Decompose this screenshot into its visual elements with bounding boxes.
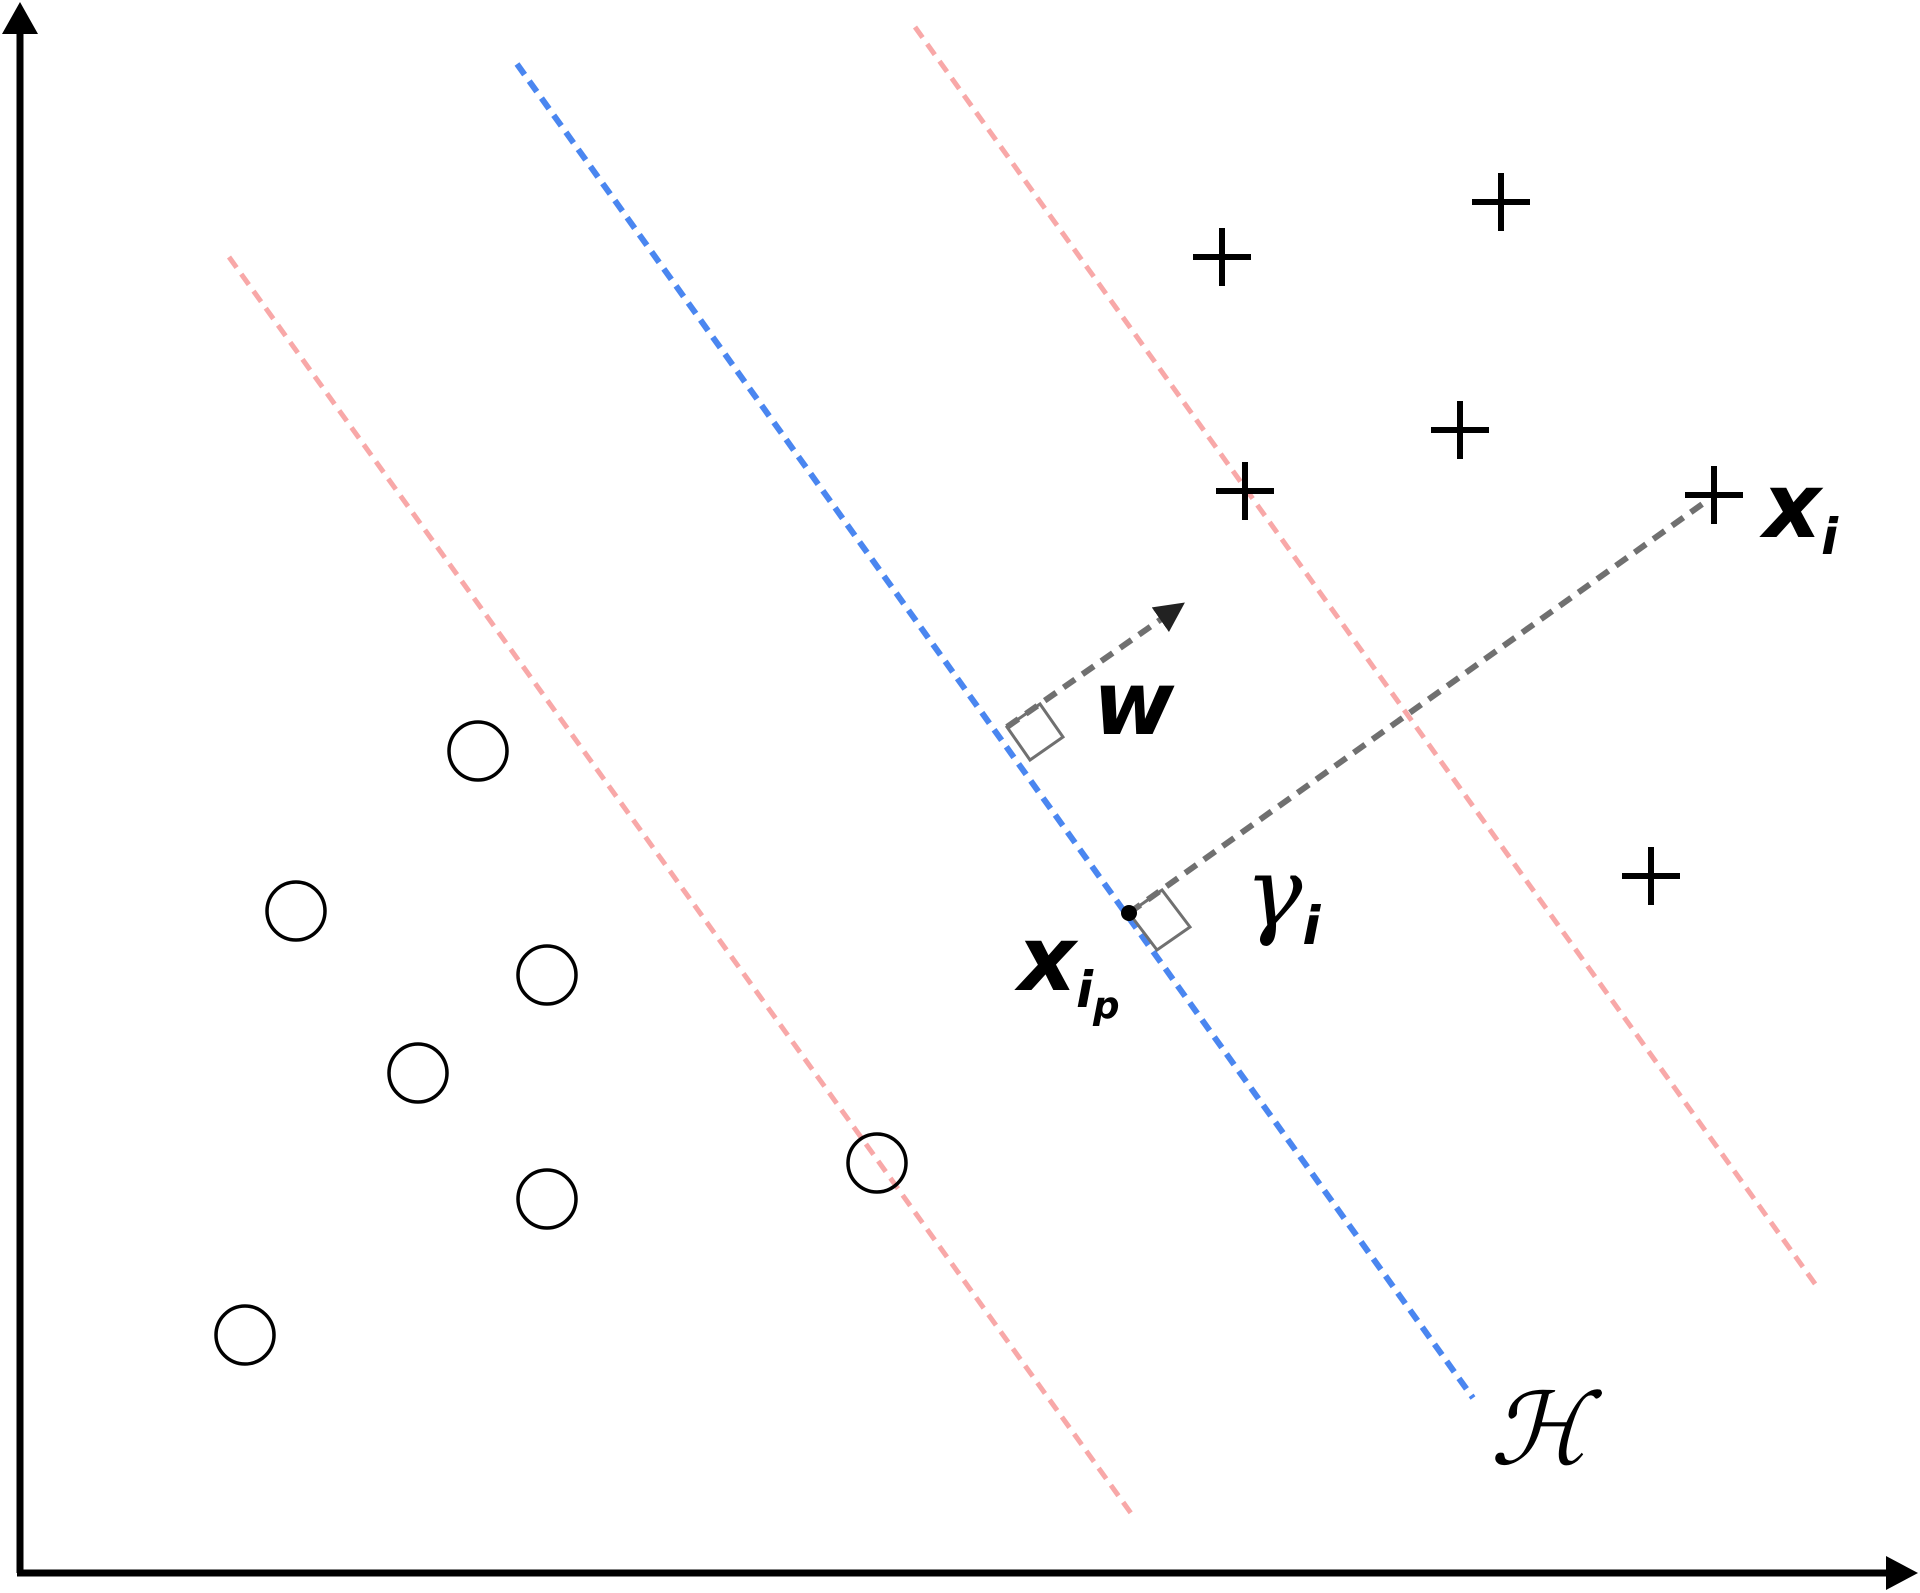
w-text: w <box>1093 652 1175 755</box>
negative-point <box>214 1304 276 1366</box>
gamma-sub-text: i <box>1302 896 1321 958</box>
negative-point <box>387 1042 449 1104</box>
right-angle-marker-w <box>1004 701 1066 763</box>
margin-line-positive <box>912 25 1821 1290</box>
label-gamma-i: γi <box>1245 845 1320 953</box>
negative-point <box>265 880 327 942</box>
positive-point <box>1622 847 1680 905</box>
positive-point <box>1685 466 1743 524</box>
right-angle-marker-gamma <box>1126 887 1193 953</box>
gamma-base-text: γ <box>1245 837 1303 949</box>
x-axis-arrow-icon <box>1886 1556 1918 1590</box>
label-xi: xi <box>1763 462 1838 563</box>
xip-sub-i-text: i <box>1076 961 1094 1020</box>
hyperplane-line <box>514 62 1476 1400</box>
positive-point <box>1193 228 1251 286</box>
xi-base-text: x <box>1763 454 1822 559</box>
xip-sub-p-text: p <box>1093 984 1120 1028</box>
xip-base-text: x <box>1018 907 1077 1012</box>
y-axis-arrow-icon <box>2 2 38 34</box>
negative-class-points <box>214 720 908 1366</box>
negative-point <box>846 1132 908 1194</box>
hyperplane-symbol-text: ℋ <box>1490 1371 1589 1488</box>
projection-point <box>1121 905 1137 921</box>
xi-sub-text: i <box>1821 508 1839 567</box>
label-xip: xip <box>1018 915 1120 1025</box>
positive-point <box>1216 462 1274 520</box>
margin-line-negative <box>226 255 1136 1518</box>
negative-point <box>516 944 578 1006</box>
label-hyperplane: ℋ <box>1490 1380 1589 1480</box>
margin-distance-line <box>1127 497 1710 916</box>
negative-point <box>516 1168 578 1230</box>
label-w: w <box>1093 660 1174 748</box>
positive-point <box>1472 173 1530 231</box>
negative-point <box>447 720 509 782</box>
positive-point <box>1431 401 1489 459</box>
positive-class-points <box>1193 173 1743 905</box>
